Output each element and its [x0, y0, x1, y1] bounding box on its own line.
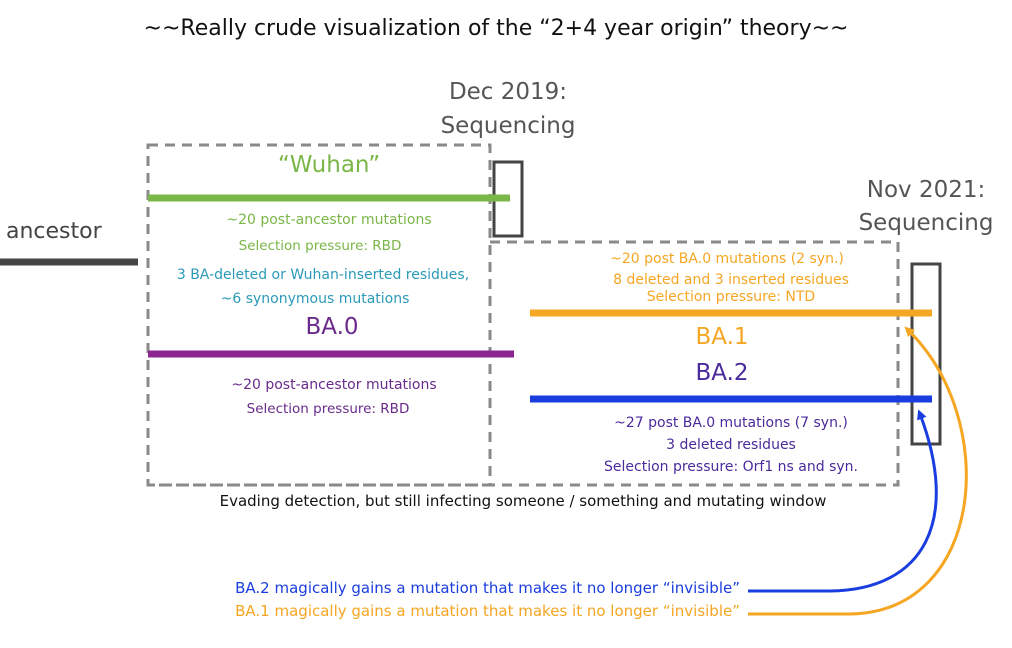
dec2019-label-1: Dec 2019:	[448, 79, 568, 105]
ba1-note-1: ~20 post BA.0 mutations (2 syn.)	[610, 251, 844, 267]
wuhan-note-2: Selection pressure: RBD	[238, 238, 402, 254]
insert-note-1: 3 BA-deleted or Wuhan-inserted residues,	[176, 267, 470, 283]
ba1-note-2: 8 deleted and 3 inserted residues	[613, 272, 849, 288]
nov2021-label-1: Nov 2021:	[866, 177, 986, 203]
ba2-note-3: Selection pressure: Orf1 ns and syn.	[604, 459, 858, 475]
ba1-label: BA.1	[695, 324, 749, 350]
ba2-note-2: 3 deleted residues	[666, 437, 796, 453]
ancestor-label: ancestor	[6, 219, 102, 244]
ba-window-box	[148, 240, 900, 487]
ba2-legend-text: BA.2 magically gains a mutation that mak…	[235, 579, 740, 597]
nov2021-sequencing-box	[910, 262, 942, 446]
nov2021-label-2: Sequencing	[858, 210, 994, 236]
ba1-note-3: Selection pressure: NTD	[646, 289, 816, 305]
ba2-arrow	[748, 409, 938, 593]
wuhan-note-1: ~20 post-ancestor mutations	[226, 212, 432, 228]
ba0-note-1: ~20 post-ancestor mutations	[231, 377, 437, 393]
insert-note-2: ~6 synonymous mutations	[220, 291, 410, 307]
ba0-note-2: Selection pressure: RBD	[246, 401, 410, 417]
page-title: ~~Really crude visualization of the “2+4…	[143, 16, 849, 41]
ba2-note-1: ~27 post BA.0 mutations (7 syn.)	[614, 415, 848, 431]
ba1-legend-text: BA.1 magically gains a mutation that mak…	[235, 602, 740, 620]
ba2-label: BA.2	[695, 360, 749, 386]
window-label: Evading detection, but still infecting s…	[219, 492, 827, 510]
ba1-arrow	[748, 326, 968, 616]
wuhan-label: “Wuhan”	[277, 152, 381, 178]
ba0-label: BA.0	[305, 314, 359, 340]
dec2019-label-2: Sequencing	[440, 113, 576, 139]
